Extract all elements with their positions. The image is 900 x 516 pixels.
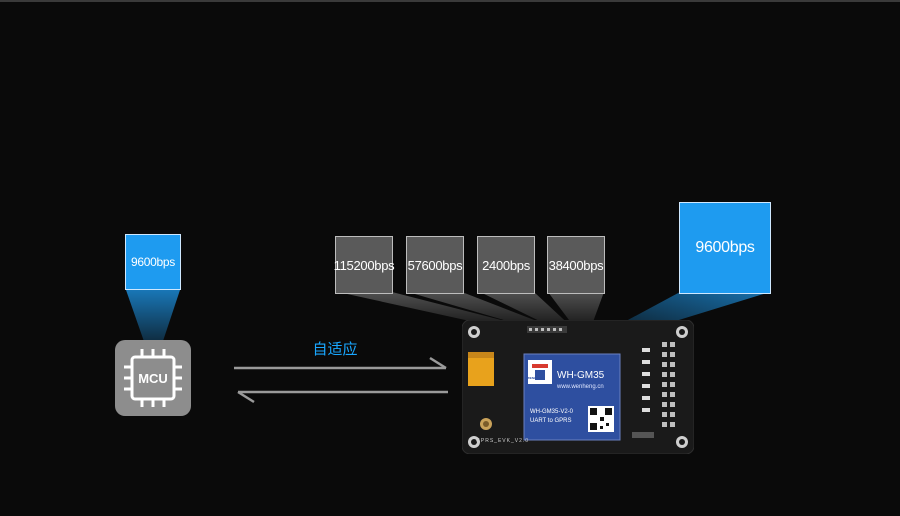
chip-icon <box>124 349 182 407</box>
rate-label: 57600bps <box>407 257 463 273</box>
arrow-left-icon <box>237 390 448 404</box>
module-baud-label: 9600bps <box>695 239 755 256</box>
rate-label: 2400bps <box>482 257 530 273</box>
rate-label: 115200bps <box>333 257 395 273</box>
board-name: GPRS_EVK_V2.0 <box>476 438 530 444</box>
module-website: www.wenheng.cn <box>557 384 604 390</box>
arrow-right-icon <box>234 356 447 370</box>
mcu-label: MCU <box>138 370 168 386</box>
rate-box-38400: 38400bps <box>547 236 605 294</box>
top-divider <box>0 0 900 2</box>
gprs-module-board <box>462 320 694 454</box>
module-version: WH-GM35-V2-0 <box>530 409 574 415</box>
rate-box-57600: 57600bps <box>406 236 464 294</box>
rate-box-2400: 2400bps <box>477 236 535 294</box>
mcu-baud-label: 9600bps <box>131 255 175 269</box>
mcu-chip: MCU <box>115 340 191 416</box>
beam-mcu <box>126 290 180 350</box>
rate-box-115200: 115200bps <box>333 236 395 294</box>
rate-label: 38400bps <box>548 257 604 273</box>
module-desc: UART to GPRS <box>530 418 572 424</box>
module-model: WH-GM35 <box>557 370 605 381</box>
adaptive-label: 自适应 <box>312 340 358 358</box>
mcu-baud-box: 9600bps <box>125 234 181 290</box>
module-brand: WENHENG <box>527 376 543 380</box>
module-baud-box: 9600bps <box>679 202 771 294</box>
